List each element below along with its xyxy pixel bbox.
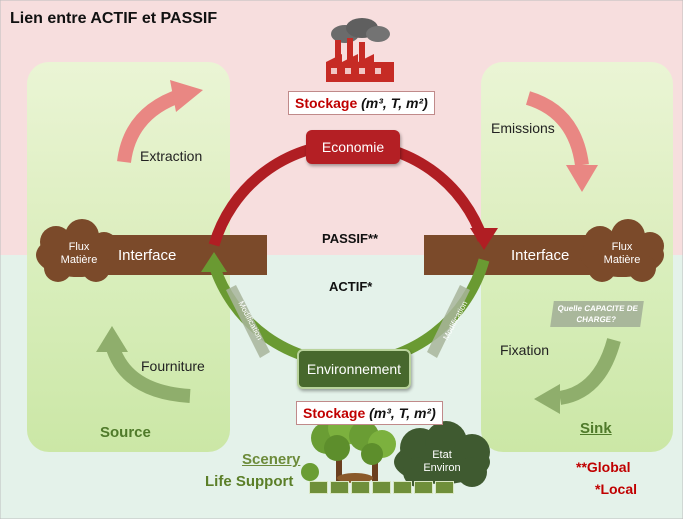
right-interface-bar <box>424 235 604 275</box>
strip-cell <box>393 481 412 494</box>
fixation-label: Fixation <box>500 342 550 358</box>
actif-arrow-head <box>201 252 227 272</box>
stockage-bottom-label: Stockage <box>303 405 366 421</box>
passif-label: PASSIF** <box>322 231 379 246</box>
etat-environ-label: Etat Environ <box>423 449 461 474</box>
stockage-top-label: Stockage <box>295 95 358 111</box>
cloud-icon <box>394 421 490 487</box>
scenery-label: Scenery <box>242 451 301 468</box>
right-interface-label: Interface <box>511 247 570 264</box>
right-flux-cloud <box>580 219 664 282</box>
fourniture-arrow <box>105 342 191 403</box>
economie-label: Economie <box>321 139 385 155</box>
left-interface-bar <box>105 235 267 275</box>
sink-label: Sink <box>580 420 612 437</box>
strip-cell <box>351 481 370 494</box>
strip-cell <box>435 481 454 494</box>
legend-global: **Global <box>576 459 631 475</box>
extraction-label: Extraction <box>140 148 203 164</box>
factory-icon <box>326 18 394 82</box>
stockage-top-units: (m³, T, m²) <box>361 95 428 111</box>
life-support-label: Life Support <box>205 473 294 490</box>
legend-local: *Local <box>595 481 638 497</box>
fourniture-label: Fourniture <box>141 358 205 374</box>
left-interface-label: Interface <box>118 247 177 264</box>
diagram-title: Lien entre ACTIF et PASSIF <box>10 10 218 27</box>
extraction-arrow <box>117 88 185 164</box>
environnement-label: Environnement <box>306 361 402 377</box>
emissions-label: Emissions <box>491 120 555 136</box>
stockage-bottom: Stockage (m³, T, m²) <box>296 401 443 425</box>
passif-arrow-head <box>470 228 498 250</box>
strip-cell <box>309 481 328 494</box>
fixation-arrow <box>558 338 621 405</box>
source-label: Source <box>100 424 151 441</box>
left-flux-cloud <box>36 219 120 282</box>
stockage-top: Stockage (m³, T, m²) <box>288 91 435 115</box>
modification-band-left <box>226 285 270 358</box>
right-flux-label: Flux Matière <box>603 241 641 266</box>
environnement-box: Environnement <box>297 349 411 389</box>
strip-cell <box>330 481 349 494</box>
actif-label: ACTIF* <box>329 279 373 294</box>
economie-box: Economie <box>306 130 400 164</box>
capacite-box: Quelle CAPACITE DE CHARGE? <box>550 301 644 327</box>
stockage-bottom-units: (m³, T, m²) <box>369 405 436 421</box>
modification-band-right <box>427 285 470 358</box>
strip-cell <box>414 481 433 494</box>
strip-cell <box>372 481 391 494</box>
emissions-arrow <box>525 91 589 167</box>
left-flux-label: Flux Matière <box>60 241 98 266</box>
